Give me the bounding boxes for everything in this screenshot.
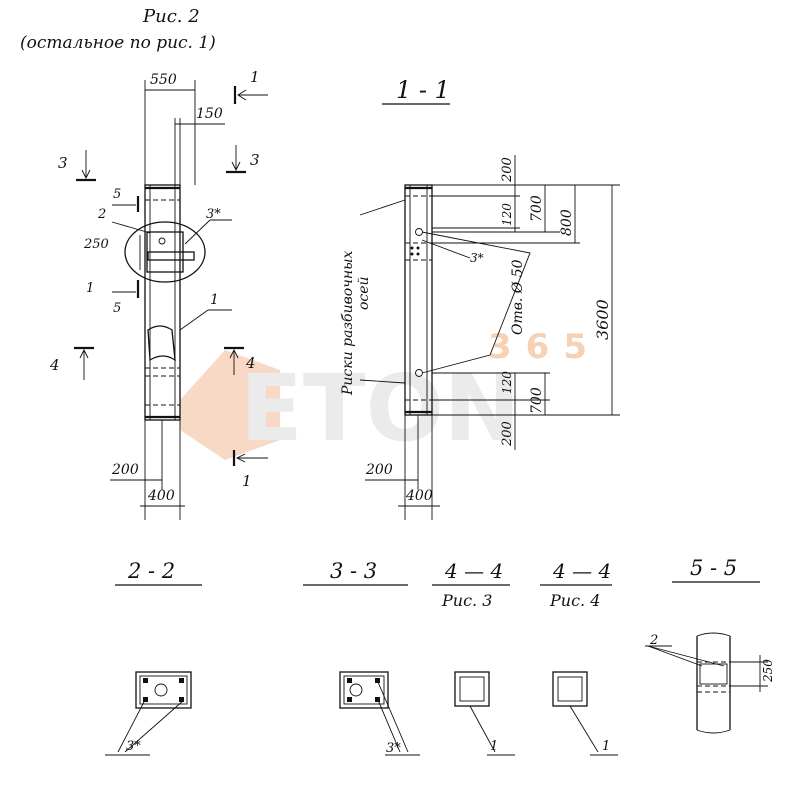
section-4-4b-title: 4 — 4: [552, 559, 611, 583]
section-2-2-callout: 3*: [126, 739, 141, 754]
dim-550: 550: [150, 72, 177, 88]
watermark-number: 365: [488, 327, 601, 367]
callout-1-left: 1: [86, 281, 94, 296]
section-2-2-title: 2 - 2: [127, 559, 175, 583]
dim-700-top: 700: [529, 195, 545, 222]
section-3-3: 3 - 3 3*: [303, 559, 420, 756]
holes-label: Отв. Ø 50: [510, 259, 526, 335]
section-mark-1-top: 1: [250, 68, 260, 86]
callout-1: 1: [210, 292, 219, 308]
dim-700-bottom: 700: [529, 387, 545, 414]
section-1-1-view: 1 - 1 200 120 700 800: [340, 76, 620, 520]
callout-2: 2: [97, 207, 106, 222]
section-mark-5-top: 5: [113, 187, 121, 202]
section-mark-4-left: 4: [49, 356, 60, 374]
dim-800: 800: [559, 209, 575, 236]
section-mark-3-left: 3: [58, 154, 68, 172]
figure-subtitle: (остальное по рис. 1): [20, 33, 216, 53]
section-mark-3-right: 3: [250, 151, 260, 169]
section-3-3-callout: 3*: [386, 741, 401, 756]
watermark-logo-icon: [180, 350, 280, 460]
callout-3-star: 3*: [206, 207, 221, 222]
section-3-3-title: 3 - 3: [330, 559, 377, 583]
section-mark-1-bottom: 1: [242, 472, 252, 490]
section-4-4b-callout: 1: [602, 739, 610, 754]
dim-200-top: 200: [500, 157, 515, 183]
dim-250: 250: [83, 237, 109, 252]
risks-label: Риски разбивочных: [340, 250, 356, 396]
section-1-1-title: 1 - 1: [396, 76, 450, 104]
callout-3-star-section: 3*: [470, 251, 484, 265]
section-4-4-fig4: 4 — 4 Рис. 4 1: [540, 559, 618, 756]
dim-150: 150: [196, 106, 223, 122]
section-4-4b-subtitle: Рис. 4: [549, 591, 600, 610]
section-5-5: 5 - 5 2 250: [645, 556, 775, 734]
section-4-4a-title: 4 — 4: [444, 559, 503, 583]
axes-label: осей: [356, 276, 372, 310]
section-mark-5-bottom: 5: [113, 301, 121, 316]
dim-200-bottom: 200: [111, 462, 139, 478]
dim-400-section: 400: [405, 488, 433, 504]
figure-title: Рис. 2: [142, 6, 200, 27]
section-4-4a-callout: 1: [490, 739, 498, 754]
section-4-4a-subtitle: Рис. 3: [441, 591, 492, 610]
watermark-brand: ETON: [240, 355, 521, 462]
dim-120-bottom: 120: [500, 371, 514, 394]
section-4-4-fig3: 4 — 4 Рис. 3 1: [432, 559, 515, 756]
dim-400-bottom: 400: [147, 488, 175, 504]
dim-120-top: 120: [500, 203, 514, 226]
dim-3600: 3600: [593, 299, 612, 340]
section-5-5-title: 5 - 5: [690, 556, 737, 580]
dim-200-section: 200: [365, 462, 393, 478]
section-5-5-dim: 250: [761, 659, 775, 683]
dim-200-bottom-right: 200: [500, 421, 515, 447]
section-mark-4-right: 4: [245, 354, 256, 372]
left-elevation-view: 550 150 1 250 3* 2: [49, 68, 268, 520]
section-5-5-callout: 2: [649, 633, 658, 648]
section-2-2: 2 - 2 3*: [105, 559, 202, 756]
